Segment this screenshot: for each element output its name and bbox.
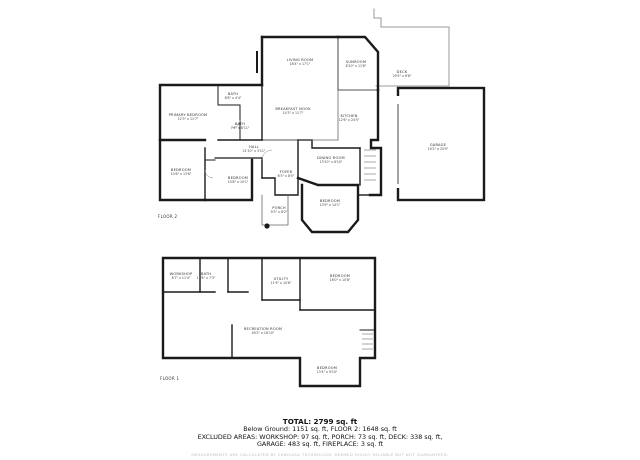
floor1-outer (161, 256, 377, 388)
room-name: FOYER (279, 170, 293, 174)
room-name: BEDROOM (316, 366, 338, 370)
sunroom-wall (336, 35, 380, 92)
fireplace-icon (264, 223, 270, 229)
room-name: BATH (234, 122, 246, 126)
room-dims: 8'8" x 4'4" (224, 96, 242, 101)
east-wall-kitchen (368, 88, 383, 197)
floor-1-label: FLOOR 1 (160, 376, 180, 381)
center-bedroom-wall (203, 158, 254, 202)
room-name: DECK (396, 70, 408, 74)
measurement-disclaimer: MEASUREMENTS ARE CALCULATED BY CUBICASA … (191, 452, 449, 457)
room-name: HALL (249, 145, 259, 149)
room-name: BATH (200, 272, 212, 276)
stairs-icon (364, 149, 376, 181)
bay-bedroom-wall (296, 176, 360, 234)
room-name: BREAKFAST NOOK (275, 107, 311, 111)
room-dims: 10'6" x 13'6" (170, 172, 192, 177)
room-name: BATH (227, 92, 239, 96)
room-dims: 13'4" x 9'10" (316, 370, 338, 375)
floor-2-walls (158, 8, 450, 234)
room-name: SUNROOM (345, 60, 367, 64)
room-dims: 16'0" x 10'8" (329, 278, 351, 283)
room-name: GARAGE (429, 143, 447, 147)
room-name: PORCH (272, 206, 286, 210)
room-dims: 13'10" x 8'10" (319, 160, 343, 165)
total-area: TOTAL: 2799 sq. ft (0, 418, 640, 426)
floor-2-label: FLOOR 2 (158, 214, 178, 219)
room-dims: 18'4" x 17'1" (289, 62, 311, 67)
room-dims: 9'3" x 8'2" (270, 210, 288, 215)
room-name: BEDROOM (227, 176, 249, 180)
door-swing-icons (204, 119, 273, 179)
left-bedroom-wall (158, 138, 207, 202)
room-dims: 11'8" x 7'3" (196, 276, 216, 281)
floor1-stairs-icon (362, 333, 373, 350)
room-dims: 49'2" x 16'10" (251, 331, 275, 336)
deck-outline (373, 8, 450, 87)
room-name: KITCHEN (340, 114, 358, 118)
room-name: PRIMARY BEDROOM (168, 113, 208, 117)
summary-line-2: EXCLUDED AREAS: WORKSHOP: 97 sq. ft, POR… (197, 432, 443, 441)
room-name: LIVING ROOM (286, 58, 314, 62)
room-dims: 29'5" x 6'8" (392, 74, 412, 79)
room-name: UTILITY (273, 277, 289, 281)
room-dims: 19'2" x 25'5" (427, 147, 449, 152)
room-dims: 8'7" x 11'4" (171, 276, 191, 281)
room-dims: 12'6" x 24'5" (338, 118, 360, 123)
room-name: RECREATION ROOM (243, 327, 283, 331)
foyer-wall (261, 177, 299, 196)
summary-line-1: Below Ground: 1151 sq. ft, FLOOR 2: 1648… (243, 425, 397, 433)
room-dims: 6'3" x 8'5" (277, 174, 295, 179)
dining-wall (297, 139, 361, 149)
room-dims: 11'9" x 10'8" (270, 281, 292, 286)
total-value: 2799 sq. ft (313, 417, 358, 426)
room-name: DINING ROOM (317, 156, 345, 160)
room-dims: 14'3" x 11'7" (282, 111, 304, 116)
room-dims: 10'8" x 10'1" (227, 180, 249, 185)
primary-bedroom-wall (158, 83, 264, 142)
floor-1-walls (161, 256, 377, 388)
room-name: BEDROOM (319, 199, 341, 203)
room-dims: 21'10" x 3'11" (242, 149, 266, 154)
summary-line-3: GARAGE: 483 sq. ft, FIREPLACE: 3 sq. ft (256, 440, 384, 449)
area-summary: TOTAL: 2799 sq. ft Below Ground: 1151 sq… (0, 418, 640, 449)
room-dims: 8'10" x 11'8" (345, 64, 367, 69)
room-name: BEDROOM (329, 274, 351, 278)
porch-outline (261, 194, 289, 226)
room-dims: 13'9" x 14'1" (319, 203, 341, 208)
room-name: BEDROOM (170, 168, 192, 172)
total-label: TOTAL: (282, 417, 312, 426)
room-name: WORKSHOP (169, 272, 193, 276)
room-dims: 7'4" x 8'11" (230, 126, 250, 131)
room-dims: 12'3" x 11'7" (177, 117, 199, 122)
